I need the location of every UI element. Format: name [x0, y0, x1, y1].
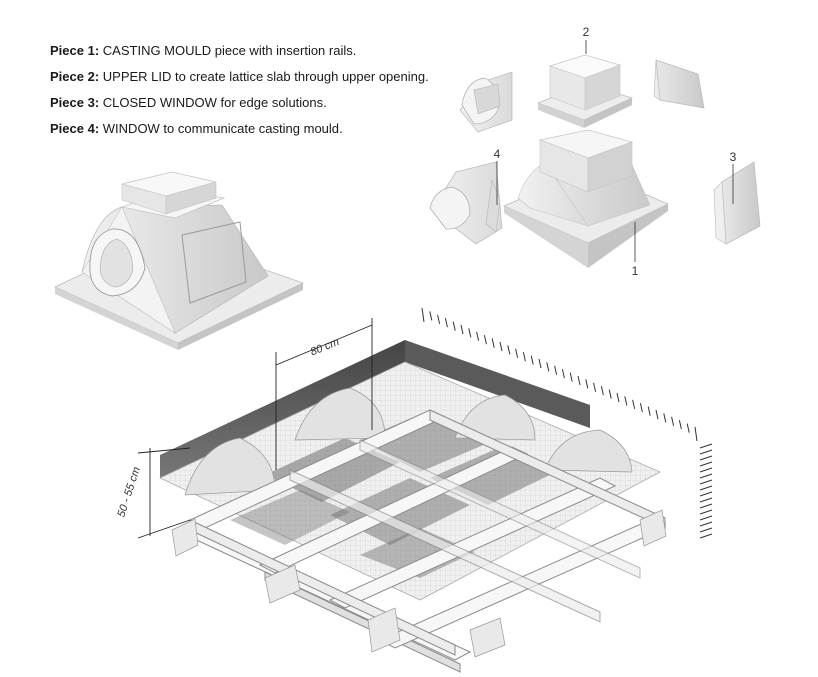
tick-ruler-top: [421, 307, 698, 442]
ruler-tick: [686, 423, 690, 433]
ruler-tick: [468, 328, 472, 338]
assembled-mould: [54, 171, 305, 350]
legend-piece-3: Piece 3: CLOSED WINDOW for edge solution…: [50, 90, 429, 116]
slab-dome: [184, 437, 276, 496]
ruler-tick: [499, 341, 503, 352]
piece-1-casting-mould: [502, 129, 669, 268]
ruler-tick: [699, 485, 713, 491]
callout-label-4: 4: [494, 147, 501, 161]
legend-piece-2-title: Piece 2:: [50, 69, 100, 84]
ruler-tick: [647, 406, 651, 416]
ruler-tick: [585, 379, 589, 389]
slab-void: [265, 438, 400, 502]
ruler-tick: [699, 443, 713, 449]
beam-stub: [639, 509, 667, 547]
ruler-tick: [699, 497, 713, 503]
ruler-tick: [460, 324, 464, 335]
ruler-tick: [699, 473, 713, 479]
beam-stub: [367, 607, 401, 653]
ruler-tick: [639, 403, 643, 413]
legend-piece-2-text: UPPER LID to create lattice slab through…: [102, 69, 429, 84]
ruler-tick: [616, 392, 620, 403]
ruler-tick: [561, 369, 565, 379]
ruler-tick: [699, 467, 713, 473]
ruler-tick: [699, 461, 713, 467]
tick-ruler-right: [699, 443, 713, 539]
ruler-tick: [437, 314, 441, 324]
ruler-tick: [608, 389, 612, 399]
ruler-tick: [569, 372, 573, 382]
ruler-tick: [546, 362, 550, 372]
ruler-tick: [429, 311, 433, 321]
ruler-tick: [699, 527, 713, 533]
legend-piece-3-text: CLOSED WINDOW for edge solutions.: [102, 95, 327, 110]
ruler-tick: [699, 521, 713, 527]
ruler-tick: [694, 426, 698, 442]
legend-piece-1-text: CASTING MOULD piece with insertion rails…: [102, 43, 357, 58]
callout-label-2: 2: [583, 25, 590, 39]
piece-4-window-lower: [429, 161, 503, 245]
slab-edge-left: [160, 340, 405, 478]
ruler-tick: [444, 318, 448, 328]
ruler-tick: [522, 352, 526, 362]
ruler-tick: [624, 396, 628, 406]
ruler-tick: [577, 375, 581, 386]
ruler-tick: [699, 533, 713, 539]
callout-label-1: 1: [632, 264, 639, 278]
lattice-slab: [159, 340, 667, 673]
beam-stub: [171, 518, 199, 557]
ruler-tick: [699, 503, 713, 509]
callout-label-3: 3: [730, 150, 737, 164]
slab-dome: [544, 429, 633, 473]
ruler-tick: [671, 416, 675, 426]
ruler-tick: [699, 455, 713, 461]
ruler-tick: [554, 365, 558, 375]
slab-dome: [294, 387, 386, 441]
legend-piece-4-text: WINDOW to communicate casting mould.: [102, 121, 343, 136]
slab-void: [360, 528, 475, 578]
ruler-tick: [699, 491, 713, 497]
legend-piece-4: Piece 4: WINDOW to communicate casting m…: [50, 116, 429, 142]
ruler-tick: [483, 335, 487, 345]
legend-piece-2: Piece 2: UPPER LID to create lattice sla…: [50, 64, 429, 90]
ruler-tick: [538, 358, 542, 369]
ruler-tick: [507, 345, 511, 355]
legend-piece-1-title: Piece 1:: [50, 43, 100, 58]
piece-3-closed-window-lower: [713, 161, 761, 245]
ruler-tick: [699, 509, 713, 515]
ruler-tick: [530, 355, 534, 365]
exploded-pieces: 2 4 3 1: [429, 25, 761, 278]
beam-stub: [469, 617, 506, 658]
slab-void: [230, 490, 350, 545]
ruler-tick: [699, 515, 713, 521]
dimension-height-label: 50 - 55 cm: [115, 466, 142, 519]
ruler-tick: [663, 413, 667, 423]
ruler-tick: [632, 399, 636, 409]
slab-edge-right: [405, 340, 590, 428]
dimension-width-label: 80 cm: [309, 336, 341, 358]
ruler-tick: [476, 331, 480, 341]
piece-3-closed-window-upper: [653, 59, 705, 109]
piece-2-upper-lid: [536, 54, 634, 128]
ruler-tick: [699, 479, 713, 485]
ruler-tick: [600, 386, 604, 396]
legend-piece-4-title: Piece 4:: [50, 121, 100, 136]
legend-piece-1: Piece 1: CASTING MOULD piece with insert…: [50, 38, 429, 64]
ruler-tick: [593, 382, 597, 392]
slab-dome: [454, 394, 536, 441]
ruler-tick: [491, 338, 495, 348]
ruler-tick: [421, 307, 425, 323]
beam-stub: [264, 564, 301, 604]
ruler-tick: [699, 449, 713, 455]
piece-4-window-upper: [459, 71, 513, 133]
ruler-tick: [452, 321, 456, 331]
ruler-tick: [655, 409, 659, 420]
legend-piece-3-title: Piece 3:: [50, 95, 100, 110]
piece-legend: Piece 1: CASTING MOULD piece with insert…: [50, 38, 429, 142]
ruler-tick: [515, 348, 519, 358]
ruler-tick: [678, 420, 682, 430]
